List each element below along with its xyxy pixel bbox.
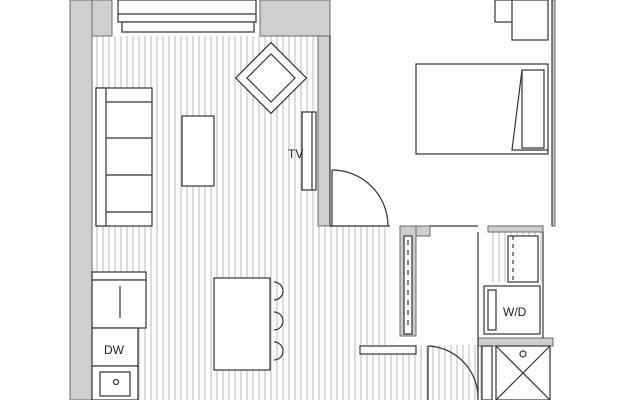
armchair-icon [234,41,308,115]
door-swing-icon [331,169,389,227]
bed-icon [415,63,549,155]
bar-stool-icon [273,281,284,361]
washer-dryer-icon [483,285,541,335]
tv-label: TV [288,147,303,161]
closet-icon [403,235,539,335]
sofa-icon [95,87,153,227]
kitchen-counter [91,271,147,329]
sink-icon [91,365,139,400]
nightstand-icon [494,0,514,23]
tv-unit-icon [301,111,317,191]
walls [69,0,556,400]
washer-dryer-label: W/D [503,305,527,319]
dresser-icon [511,0,549,41]
dishwasher-icon [91,327,139,367]
dishwasher-label: DW [104,343,125,357]
kitchen-island-icon [213,277,271,371]
window-icon [117,0,257,33]
shower-icon [481,345,551,400]
coffee-table-icon [181,115,215,187]
hall-door-icon [359,345,479,400]
